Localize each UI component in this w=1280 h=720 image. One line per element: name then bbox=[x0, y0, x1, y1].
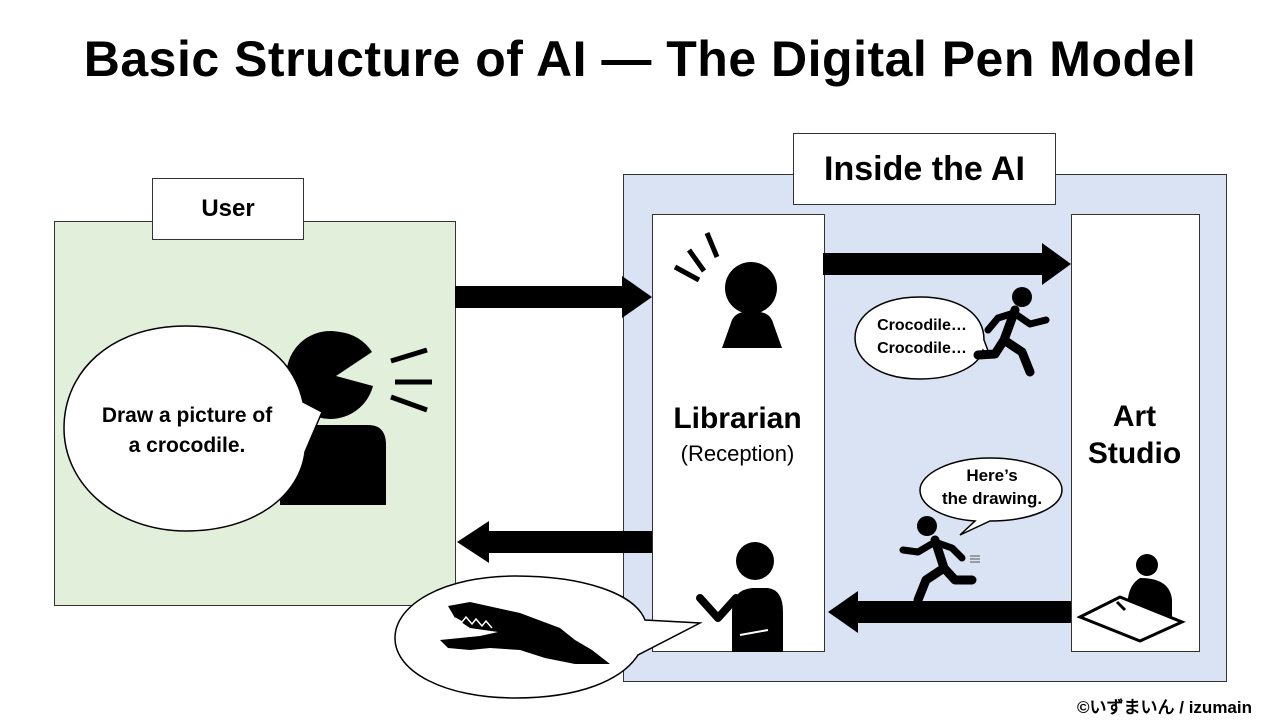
user-speech-line-1: Draw a picture of bbox=[101, 404, 273, 427]
running-person-icon bbox=[973, 287, 1050, 377]
studio-name-line-2: Studio bbox=[1087, 437, 1182, 470]
user-speech-line-2: a crocodile. bbox=[128, 434, 246, 457]
librarian-role: (Reception) bbox=[680, 441, 795, 466]
arrow-librarian-to-studio bbox=[823, 243, 1071, 285]
runner-speech-line-2: Crocodile… bbox=[877, 340, 967, 357]
return-speech-bubble bbox=[919, 457, 1063, 536]
user-label: User bbox=[152, 178, 304, 240]
runner-speech-line-1: Crocodile… bbox=[877, 317, 967, 334]
ai-label: Inside the AI bbox=[793, 133, 1056, 205]
receiving-librarian-icon bbox=[673, 232, 782, 348]
page-title: Basic Structure of AI — The Digital Pen … bbox=[83, 31, 1197, 87]
librarian-name: Librarian bbox=[673, 402, 802, 435]
crocodile-icon bbox=[440, 602, 610, 664]
arrow-librarian-to-user bbox=[457, 521, 652, 563]
studio-column bbox=[1071, 214, 1200, 652]
running-person-returning-icon bbox=[899, 516, 980, 605]
user-speech-bubble bbox=[63, 325, 323, 532]
drawing-artist-icon bbox=[1076, 554, 1186, 643]
arrow-studio-to-librarian bbox=[828, 591, 1071, 633]
arrow-user-to-librarian bbox=[455, 276, 652, 318]
studio-name-line-1: Art bbox=[1112, 400, 1157, 433]
credit-text: ©いずまいん / izumain bbox=[1077, 698, 1252, 717]
runner-speech-bubble bbox=[854, 296, 991, 380]
return-speech-line-1: Here’s bbox=[966, 466, 1018, 485]
pointing-librarian-icon bbox=[696, 542, 783, 652]
return-speech-line-2: the drawing. bbox=[941, 489, 1043, 508]
